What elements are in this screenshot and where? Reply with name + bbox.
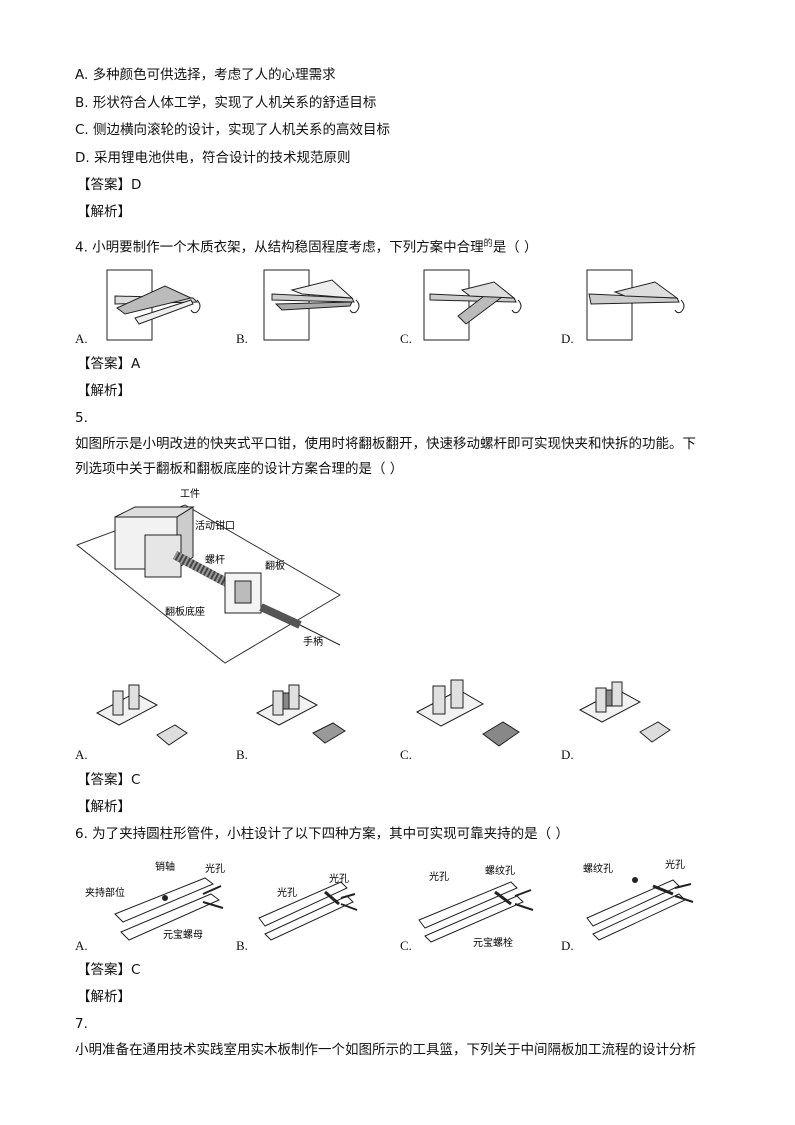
q5-label-jaw: 活动钳口 [195,519,235,532]
q3-option-d: D. 采用锂电池供电，符合设计的技术规范原则 [75,150,351,166]
q5-label-a: A. [75,747,88,762]
q6a-label-nut: 元宝螺母 [163,928,203,941]
q3-option-a: A. 多种颜色可供选择，考虑了人的心理需求 [75,67,336,83]
q7-stem: 小明准备在通用技术实践室用实木板制作一个如图所示的工具篮，下列关于中间隔板加工流… [75,1042,696,1058]
q4-figure-b [263,269,360,341]
q6-label-d: D. [561,938,574,953]
q6c-label-bolt: 元宝螺栓 [473,936,513,949]
q4-analysis: 【解析】 [77,383,131,399]
q5-option-figure-a [95,684,188,746]
q3-option-b: B. 形状符合人体工学，实现了人机关系的舒适目标 [75,95,377,111]
q6c-label-thread: 螺纹孔 [485,864,515,877]
q4-figure-a [106,269,201,341]
q4-figure-c [423,269,522,341]
q6a-label-clamp: 夹持部位 [85,886,125,899]
q5-label-base: 翻板底座 [165,605,205,618]
q6b-label-hole1: 光孔 [277,886,297,899]
q4-label-a: A. [75,331,88,346]
q6-label-a: A. [75,938,88,953]
q5-option-figure-b [255,684,346,744]
q6d-label-hole: 光孔 [665,858,685,871]
q6d-label-thread: 螺纹孔 [583,862,613,875]
q4-label-b: B. [236,331,248,346]
q6-analysis: 【解析】 [77,989,131,1005]
q5-label-d: D. [561,747,574,762]
q6a-label-pin: 销轴 [155,860,175,873]
q5-option-figure-c [415,679,520,747]
q5-option-figure-d [578,681,671,743]
q4-label-d: D. [561,331,574,346]
q5-answer: 【答案】C [77,772,141,788]
q5-label-handle: 手柄 [303,635,323,648]
q4-stem-sup: 的 [483,239,493,249]
q5-label-flap: 翻板 [265,559,285,572]
q6-label-b: B. [236,938,248,953]
q6-answer: 【答案】C [77,962,141,978]
q4-figure-d [586,269,685,341]
q6-label-c: C. [400,938,412,953]
q6-stem: 6. 为了夹持圆柱形管件，小柱设计了以下四种方案，其中可实现可靠夹持的是（ ） [75,826,569,842]
q5-label-workpiece: 工件 [180,488,200,500]
q5-analysis: 【解析】 [77,799,131,815]
q3-answer: 【答案】D [77,177,142,193]
q5-vise-figure: 工件 活动钳口 螺杆 翻板 翻板底座 手柄 [75,488,341,664]
q3-analysis: 【解析】 [77,204,131,220]
q5-label-b: B. [236,747,248,762]
q5-label-screw: 螺杆 [205,554,225,566]
q3-option-c: C. 侧边横向滚轮的设计，实现了人机关系的高效目标 [75,122,391,138]
q6-figure-c: 光孔 螺纹孔 元宝螺栓 [418,864,534,949]
q6-figure-a: 夹持部位 销轴 光孔 元宝螺母 [85,860,225,941]
q4-stem-suffix: 是（ ） [492,239,538,256]
q7-number: 7. [75,1016,88,1032]
q4-stem: 4. 小明要制作一个木质衣架，从结构稳固程度考虑，下列方案中合理的是（ ） [75,235,537,257]
q5-stem-line2: 列选项中关于翻板和翻板底座的设计方案合理的是（ ） [75,461,404,477]
q4-answer: 【答案】A [77,356,141,372]
q5-stem-line1: 如图所示是小明改进的快夹式平口钳，使用时将翻板翻开，快速移动螺杆即可实现快夹和快… [75,436,696,452]
q4-label-c: C. [400,331,412,346]
q5-number: 5. [75,410,88,426]
q6-figure-b: 光孔 光孔 [258,872,358,941]
q4-stem-prefix: 4. 小明要制作一个木质衣架，从结构稳固程度考虑，下列方案中合理 [75,239,484,256]
q5-label-c: C. [400,747,412,762]
q6c-label-hole: 光孔 [429,870,449,883]
q6b-label-hole2: 光孔 [329,872,349,885]
q6a-label-hole: 光孔 [205,862,225,875]
q6-figure-d: 螺纹孔 光孔 [583,858,694,941]
